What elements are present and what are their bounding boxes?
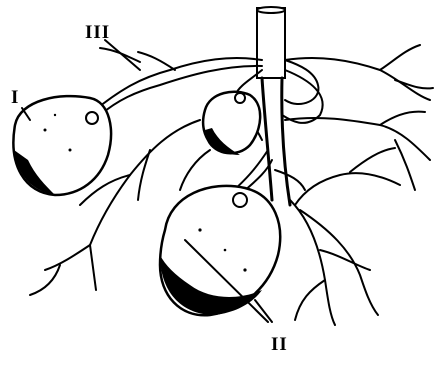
label-tubers-2: II xyxy=(271,335,288,354)
tuber-1 xyxy=(13,96,111,195)
label-stolon-3: III xyxy=(85,23,110,42)
tuber-2-large xyxy=(160,186,280,315)
label-tuber-1: I xyxy=(11,88,19,107)
tuber-2-small xyxy=(203,92,260,155)
